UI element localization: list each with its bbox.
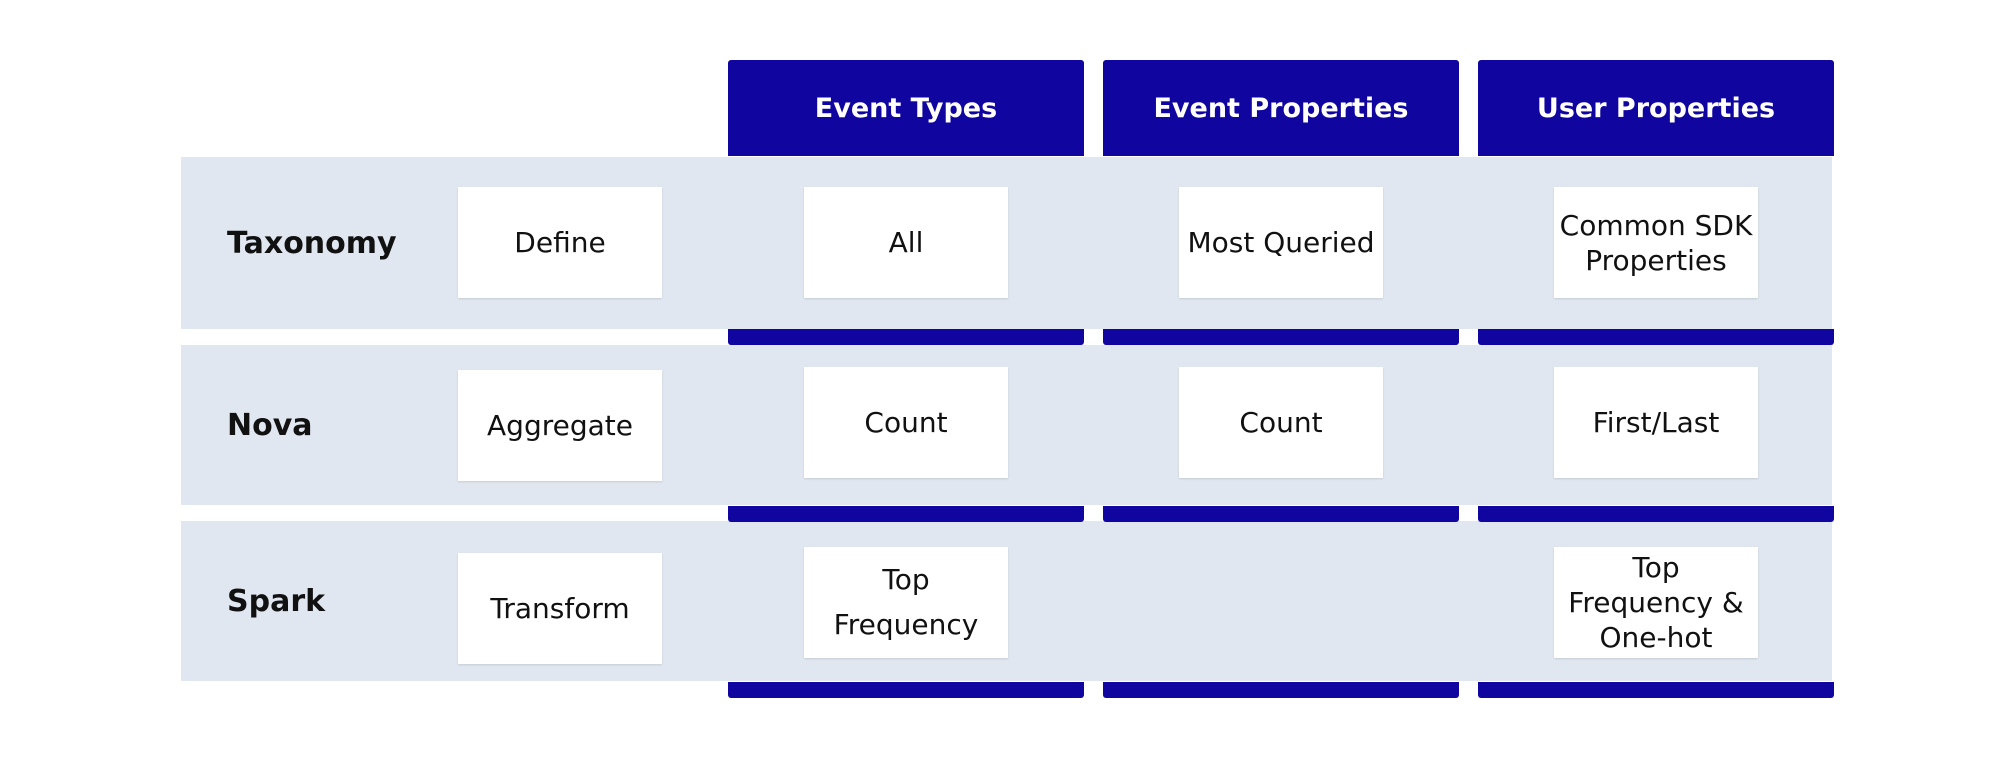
cell-taxonomy-event-types: All <box>804 187 1008 298</box>
column-bar <box>728 329 1084 345</box>
column-bar <box>1103 329 1459 345</box>
cell-spark-event-types: Top Frequency <box>804 547 1008 658</box>
cell-nova-user-properties: First/Last <box>1554 367 1758 478</box>
column-bar <box>728 682 1084 698</box>
action-card-transform: Transform <box>458 553 662 664</box>
cell-nova-event-properties: Count <box>1179 367 1383 478</box>
column-header-event-types: Event Types <box>728 60 1084 156</box>
column-bar <box>728 506 1084 522</box>
row-label-nova: Nova <box>227 407 313 443</box>
cell-spark-user-properties: Top Frequency & One-hot <box>1554 547 1758 658</box>
column-bar <box>1103 682 1459 698</box>
column-header-user-properties: User Properties <box>1478 60 1834 156</box>
column-bar <box>1478 682 1834 698</box>
cell-taxonomy-user-properties: Common SDK Properties <box>1554 187 1758 298</box>
column-bar <box>1478 329 1834 345</box>
column-bar <box>1103 506 1459 522</box>
column-header-event-properties: Event Properties <box>1103 60 1459 156</box>
action-card-define: Define <box>458 187 662 298</box>
row-label-spark: Spark <box>227 583 326 619</box>
cell-taxonomy-event-properties: Most Queried <box>1179 187 1383 298</box>
action-card-aggregate: Aggregate <box>458 370 662 481</box>
row-label-taxonomy: Taxonomy <box>227 225 397 261</box>
cell-nova-event-types: Count <box>804 367 1008 478</box>
column-bar <box>1478 506 1834 522</box>
